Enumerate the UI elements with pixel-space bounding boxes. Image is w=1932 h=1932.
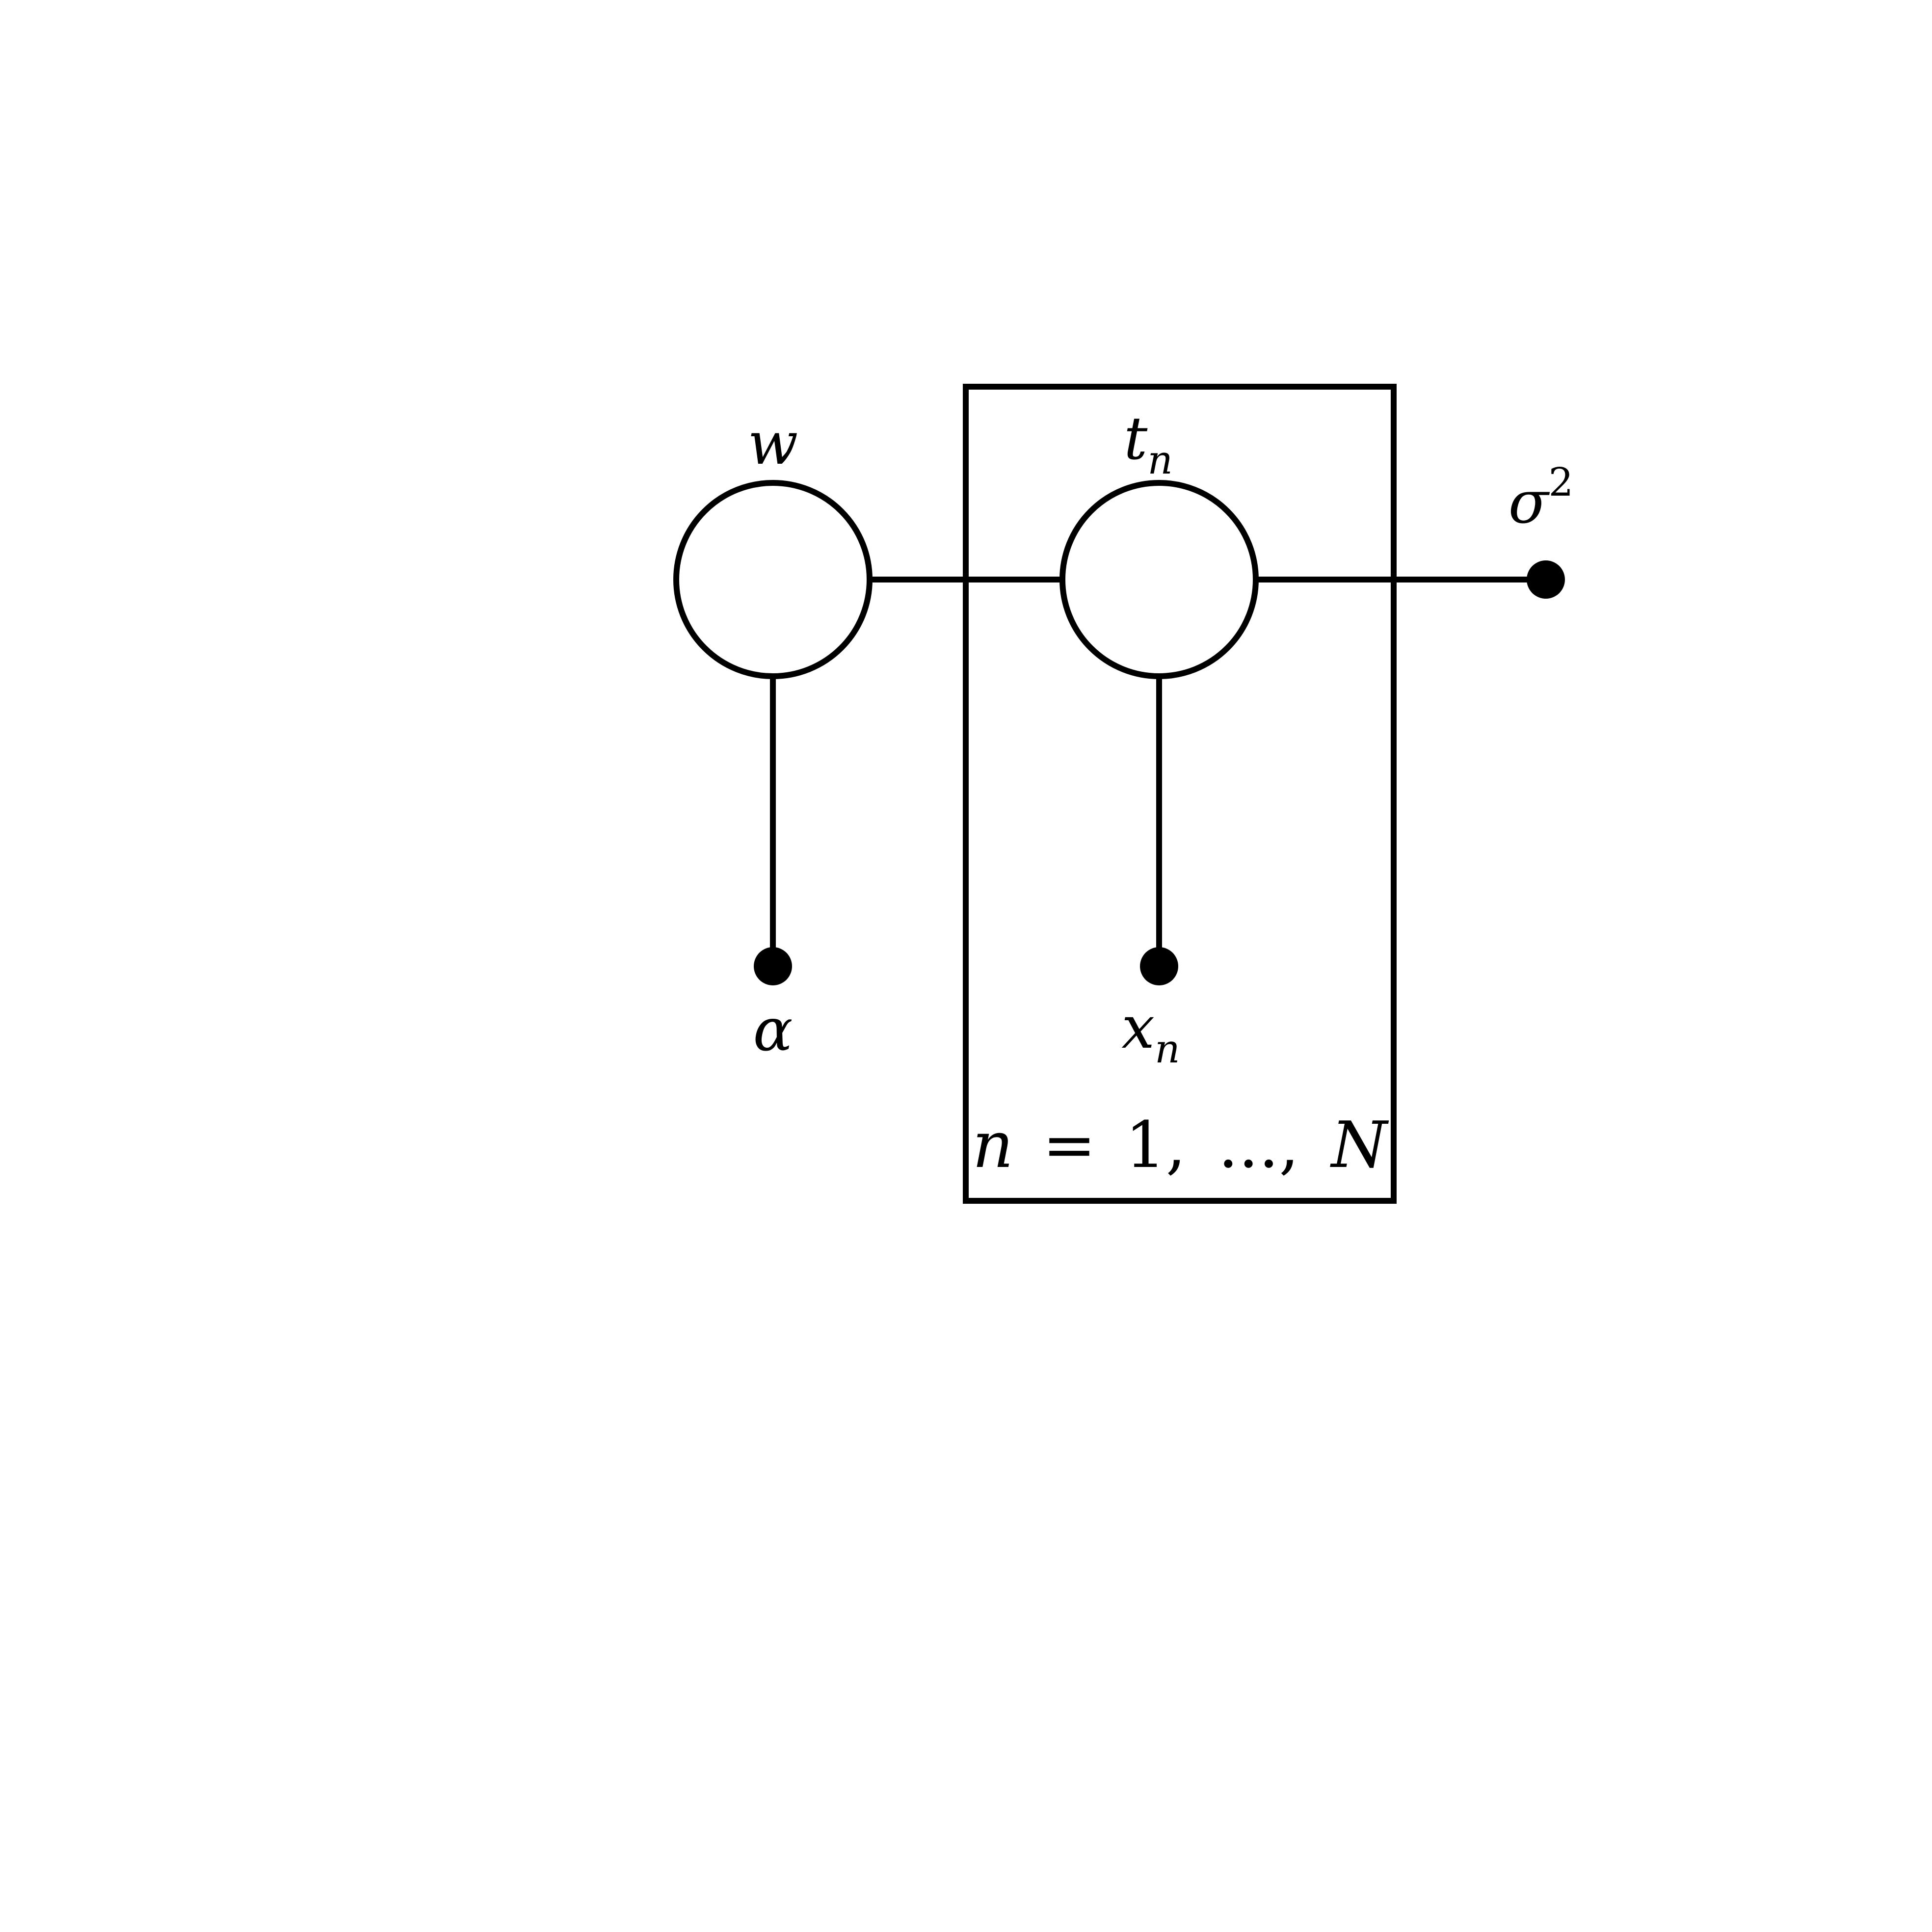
node-xn-label: xn: [1121, 994, 1180, 1072]
plate-label-start: 1,: [1125, 1108, 1186, 1182]
node-sigma2-dot: [1527, 560, 1565, 599]
node-sigma2: σ2: [1509, 459, 1574, 599]
node-alpha-dot: [754, 947, 792, 985]
node-w-circle: [673, 480, 873, 679]
node-tn-circle: [1059, 480, 1259, 679]
plate: n = 1, ..., N: [963, 384, 1397, 1204]
node-alpha: α: [753, 947, 793, 1064]
node-sigma2-label-main: σ: [1509, 469, 1550, 537]
node-tn-label-main: t: [1124, 405, 1148, 473]
plate-label-dots: ...,: [1218, 1108, 1299, 1182]
node-xn-dot: [1140, 947, 1178, 985]
node-sigma2-label: σ2: [1509, 459, 1574, 537]
node-xn-label-sub: n: [1155, 1026, 1180, 1072]
plate-rectangle: [963, 384, 1397, 1204]
node-alpha-label: α: [753, 996, 793, 1064]
plate-label-end: N: [1330, 1108, 1389, 1182]
node-w: w: [673, 410, 873, 679]
plate-label-eq: =: [1043, 1108, 1096, 1182]
node-sigma2-label-sup: 2: [1549, 459, 1574, 505]
node-tn-label-sub: n: [1147, 437, 1173, 483]
node-w-label: w: [748, 410, 798, 478]
node-tn-label: tn: [1124, 405, 1173, 483]
node-xn: xn: [1121, 947, 1180, 1072]
node-xn-label-main: x: [1121, 994, 1155, 1062]
edges: [770, 577, 1546, 969]
plate-label: n = 1, ..., N: [972, 1108, 1389, 1182]
node-tn: tn: [1059, 405, 1259, 679]
plate-label-var: n: [972, 1108, 1013, 1182]
